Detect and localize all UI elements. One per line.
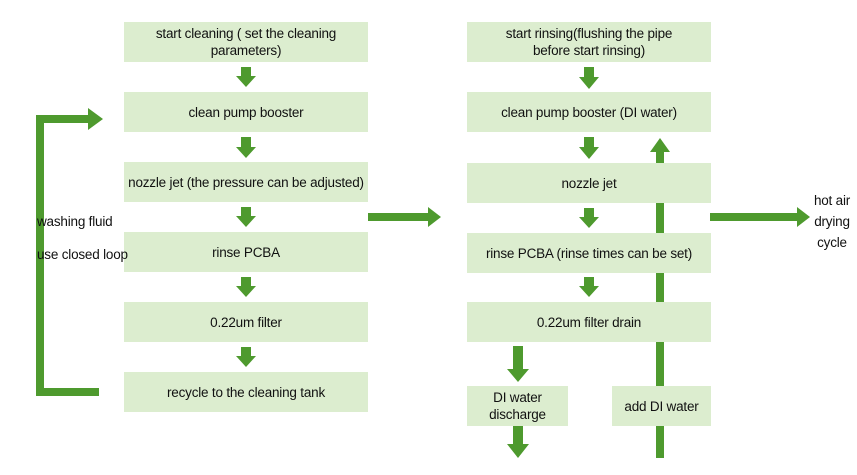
step-start-rinsing: start rinsing(flushing the pipe before s…: [467, 22, 711, 62]
step-label: start rinsing(flushing the pipe before s…: [505, 26, 673, 58]
step-label: add DI water: [624, 398, 699, 414]
step-clean-pump-booster: clean pump booster: [124, 92, 368, 132]
step-filter-drain: 0.22um filter drain: [467, 302, 711, 342]
step-label: clean pump booster (DI water): [501, 104, 677, 120]
step-clean-pump-booster-di: clean pump booster (DI water): [467, 92, 711, 132]
arrow-right-icon: [368, 207, 441, 227]
loop-return-arrow: [36, 108, 103, 396]
step-label: nozzle jet: [561, 175, 617, 191]
arrow-down-icon: [579, 277, 599, 297]
arrow-down-icon: [236, 277, 256, 297]
step-rinse-pcba-times: rinse PCBA (rinse times can be set): [467, 233, 711, 273]
arrow-down-icon: [236, 67, 256, 87]
loop-label-washing-fluid: washing fluid: [37, 214, 113, 229]
step-label: recycle to the cleaning tank: [167, 384, 325, 400]
step-label: DI water discharge: [489, 390, 546, 422]
output-hot-air-drying: hot air drying cycle: [813, 193, 851, 250]
step-recycle: recycle to the cleaning tank: [124, 372, 368, 412]
step-label: rinse PCBA: [212, 244, 280, 260]
step-di-water-discharge: DI water discharge: [467, 386, 568, 426]
arrow-down-icon: [236, 137, 256, 158]
step-label: clean pump booster: [188, 104, 304, 120]
arrow-up-icon: [650, 138, 670, 458]
step-nozzle-jet-rinse: nozzle jet: [467, 163, 711, 203]
arrow-down-icon: [507, 346, 529, 382]
step-label: 0.22um filter: [210, 314, 282, 330]
step-add-di-water: add DI water: [612, 386, 711, 426]
arrow-down-icon: [579, 208, 599, 228]
arrow-down-icon: [507, 422, 529, 458]
step-start-cleaning: start cleaning ( set the cleaning parame…: [124, 22, 368, 62]
step-label: start cleaning ( set the cleaning parame…: [155, 26, 337, 58]
arrow-right-icon: [710, 207, 810, 227]
step-label: nozzle jet (the pressure can be adjusted…: [128, 174, 364, 190]
loop-label-closed-loop: use closed loop: [37, 247, 128, 262]
step-rinse-pcba: rinse PCBA: [124, 232, 368, 272]
step-filter: 0.22um filter: [124, 302, 368, 342]
arrow-down-icon: [579, 137, 599, 159]
arrow-down-icon: [236, 207, 256, 227]
step-label: rinse PCBA (rinse times can be set): [485, 245, 693, 261]
arrow-down-icon: [236, 347, 256, 367]
arrow-down-icon: [579, 67, 599, 89]
step-label: 0.22um filter drain: [536, 314, 642, 330]
step-nozzle-jet: nozzle jet (the pressure can be adjusted…: [124, 162, 368, 202]
